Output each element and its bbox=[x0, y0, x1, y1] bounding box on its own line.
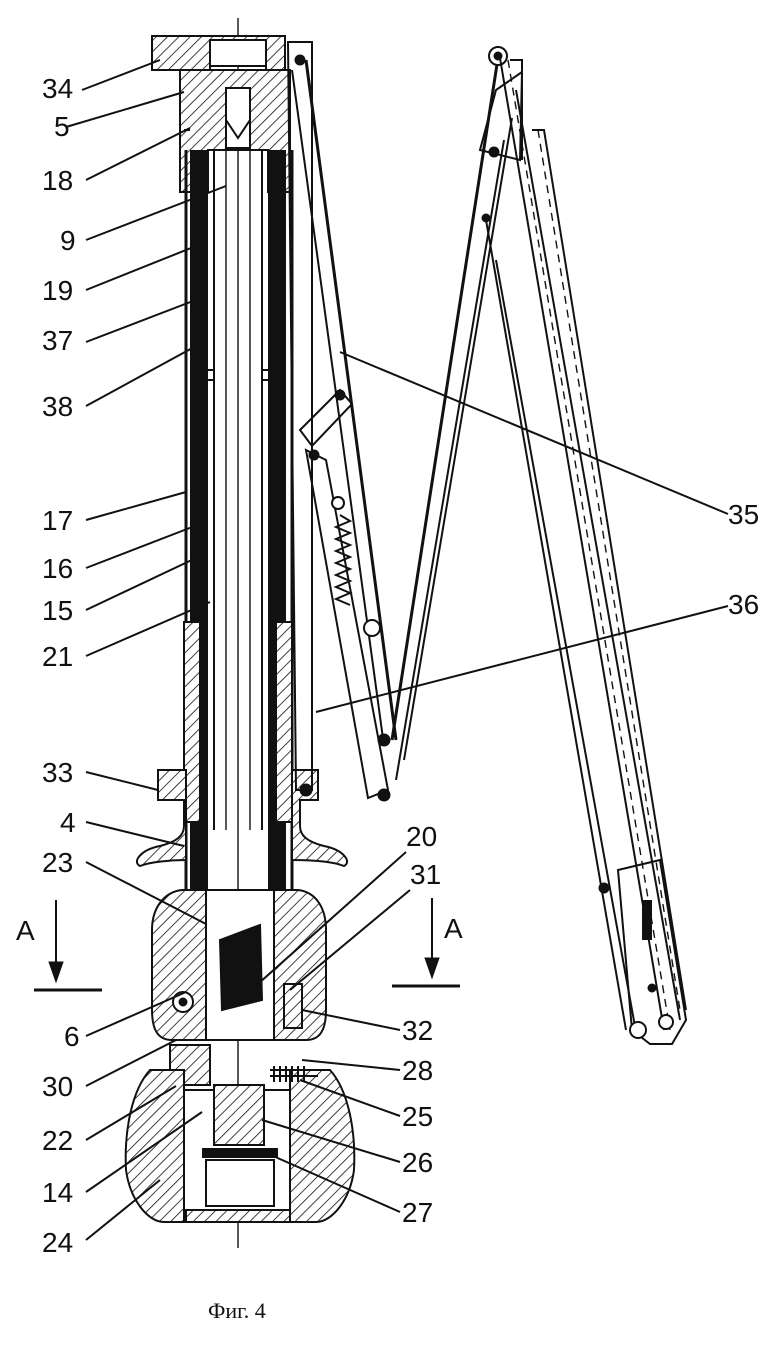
figure-caption: Фиг. 4 bbox=[208, 1298, 266, 1323]
folding-arm bbox=[286, 41, 688, 1045]
section-label-right: A bbox=[444, 913, 463, 944]
ref-label: 30 bbox=[42, 1071, 73, 1102]
ref-label: 34 bbox=[42, 73, 73, 104]
ref-label: 23 bbox=[42, 847, 73, 878]
ref-label: 16 bbox=[42, 553, 73, 584]
reference-labels-right: 35 36 20 31 32 28 25 26 27 bbox=[402, 499, 759, 1228]
ref-label: 6 bbox=[64, 1021, 80, 1052]
ref-label: 37 bbox=[42, 325, 73, 356]
ref-label: 5 bbox=[54, 111, 70, 142]
ref-label: 15 bbox=[42, 595, 73, 626]
flange-4 bbox=[135, 769, 349, 868]
ref-label: 25 bbox=[402, 1101, 433, 1132]
ref-label: 27 bbox=[402, 1197, 433, 1228]
ref-label: 21 bbox=[42, 641, 73, 672]
lower-housing bbox=[151, 889, 327, 1086]
ref-label: 9 bbox=[60, 225, 76, 256]
ref-label: 38 bbox=[42, 391, 73, 422]
reference-labels-left: 34 5 18 9 19 37 38 17 16 15 21 33 4 23 6… bbox=[42, 73, 80, 1258]
leader-lines bbox=[65, 59, 729, 1241]
ref-label: 32 bbox=[402, 1015, 433, 1046]
section-label-left: A bbox=[16, 915, 35, 946]
ref-label: 26 bbox=[402, 1147, 433, 1178]
bottom-body bbox=[124, 1066, 356, 1223]
ref-label: 28 bbox=[402, 1055, 433, 1086]
ref-label: 36 bbox=[728, 589, 759, 620]
ref-label: 19 bbox=[42, 275, 73, 306]
ref-label: 14 bbox=[42, 1177, 73, 1208]
ref-label: 33 bbox=[42, 757, 73, 788]
ref-label: 24 bbox=[42, 1227, 73, 1258]
ref-label: 31 bbox=[410, 859, 441, 890]
ref-label: 18 bbox=[42, 165, 73, 196]
ref-label: 20 bbox=[406, 821, 437, 852]
ref-label: 4 bbox=[60, 807, 76, 838]
ref-label: 17 bbox=[42, 505, 73, 536]
section-marker-left: A bbox=[16, 900, 102, 992]
ref-label: 22 bbox=[42, 1125, 73, 1156]
section-marker-right: A bbox=[392, 898, 463, 988]
ref-label: 35 bbox=[728, 499, 759, 530]
